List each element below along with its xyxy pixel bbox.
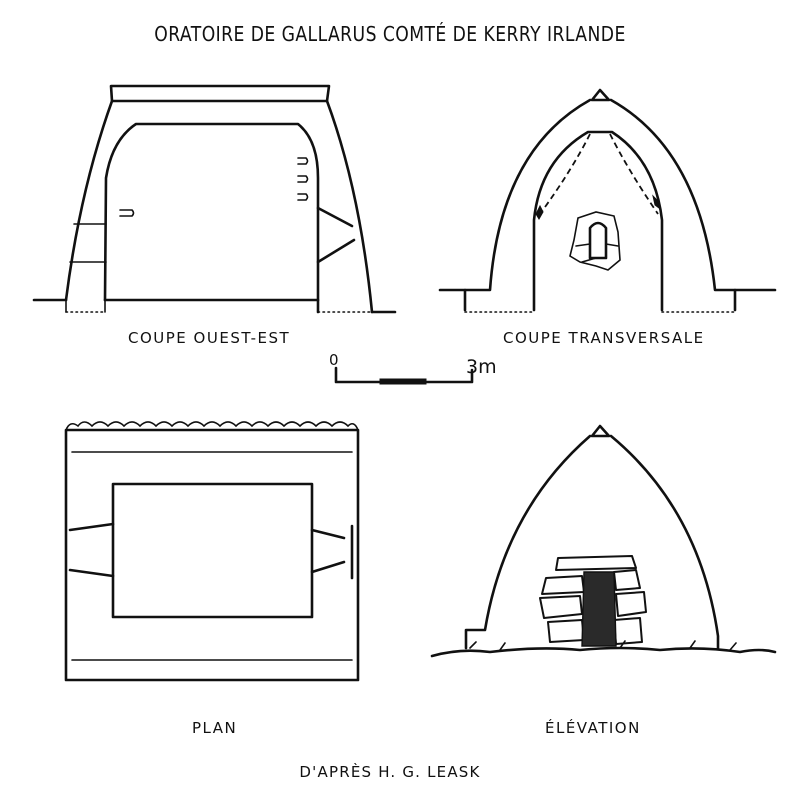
plan-roof-edge <box>65 421 359 431</box>
ground-line <box>32 298 397 314</box>
elevation-label: ÉLÉVATION <box>545 719 641 737</box>
west-wall-peg <box>119 209 135 217</box>
jamb-stone-right-2 <box>615 591 647 617</box>
transverse-section-label: COUPE TRANSVERSALE <box>503 329 705 347</box>
interior-cavity <box>103 122 320 314</box>
finial <box>590 88 611 102</box>
plan-west-opening <box>68 522 115 578</box>
scale-end-label: 3m <box>466 356 497 378</box>
scale-bar <box>334 366 474 385</box>
corbel-mark-left <box>535 204 544 220</box>
plan-drawing <box>64 421 360 682</box>
east-window-splay <box>316 206 356 264</box>
door-lintel <box>555 555 637 571</box>
west-east-section-drawing <box>32 84 397 314</box>
transverse-section-drawing <box>438 88 777 313</box>
jamb-stone-left-2 <box>539 595 583 619</box>
elevation-drawing <box>430 424 777 658</box>
wall-peg-1 <box>297 157 309 165</box>
wall-peg-2 <box>297 175 309 183</box>
south-outer-profile <box>463 98 592 312</box>
plan-interior <box>111 482 314 619</box>
foundation-edge <box>65 299 106 313</box>
jamb-stone-left-3 <box>547 619 585 643</box>
jamb-stone-right-1 <box>613 569 641 591</box>
elevation-left-profile <box>464 434 592 650</box>
west-east-section-label: COUPE OUEST-EST <box>128 329 291 347</box>
jamb-stone-right-3 <box>613 617 643 645</box>
credit-line: D'APRÈS H. G. LEASK <box>299 763 481 781</box>
plan-inner-edges <box>71 451 353 661</box>
west-door-lintel <box>69 223 107 263</box>
scale-start-label: 0 <box>329 351 339 369</box>
plan-outer-wall <box>64 428 360 682</box>
jamb-stone-left-1 <box>541 575 585 595</box>
window-stones <box>575 243 619 263</box>
window-opening <box>588 221 608 260</box>
elevation-ground <box>430 646 777 658</box>
plan-east-opening <box>310 528 346 574</box>
scale-bar-fill <box>379 378 427 385</box>
north-outer-profile <box>609 98 737 312</box>
drawing-title: ORATOIRE DE GALLARUS COMTÉ DE KERRY IRLA… <box>154 22 626 46</box>
elevation-right-profile <box>609 434 720 650</box>
plan-label: PLAN <box>192 719 238 737</box>
door-opening <box>581 571 617 647</box>
west-outer-wall <box>64 99 114 302</box>
east-outer-wall <box>325 99 374 314</box>
ridge-cap <box>109 84 331 103</box>
elevation-finial <box>590 424 611 438</box>
window-surround <box>569 211 621 271</box>
corbel-lines <box>539 133 659 215</box>
corbel-mark-right <box>652 194 660 210</box>
ground-grass <box>469 640 737 651</box>
wall-peg-3 <box>297 193 309 201</box>
inner-vault <box>532 130 664 312</box>
